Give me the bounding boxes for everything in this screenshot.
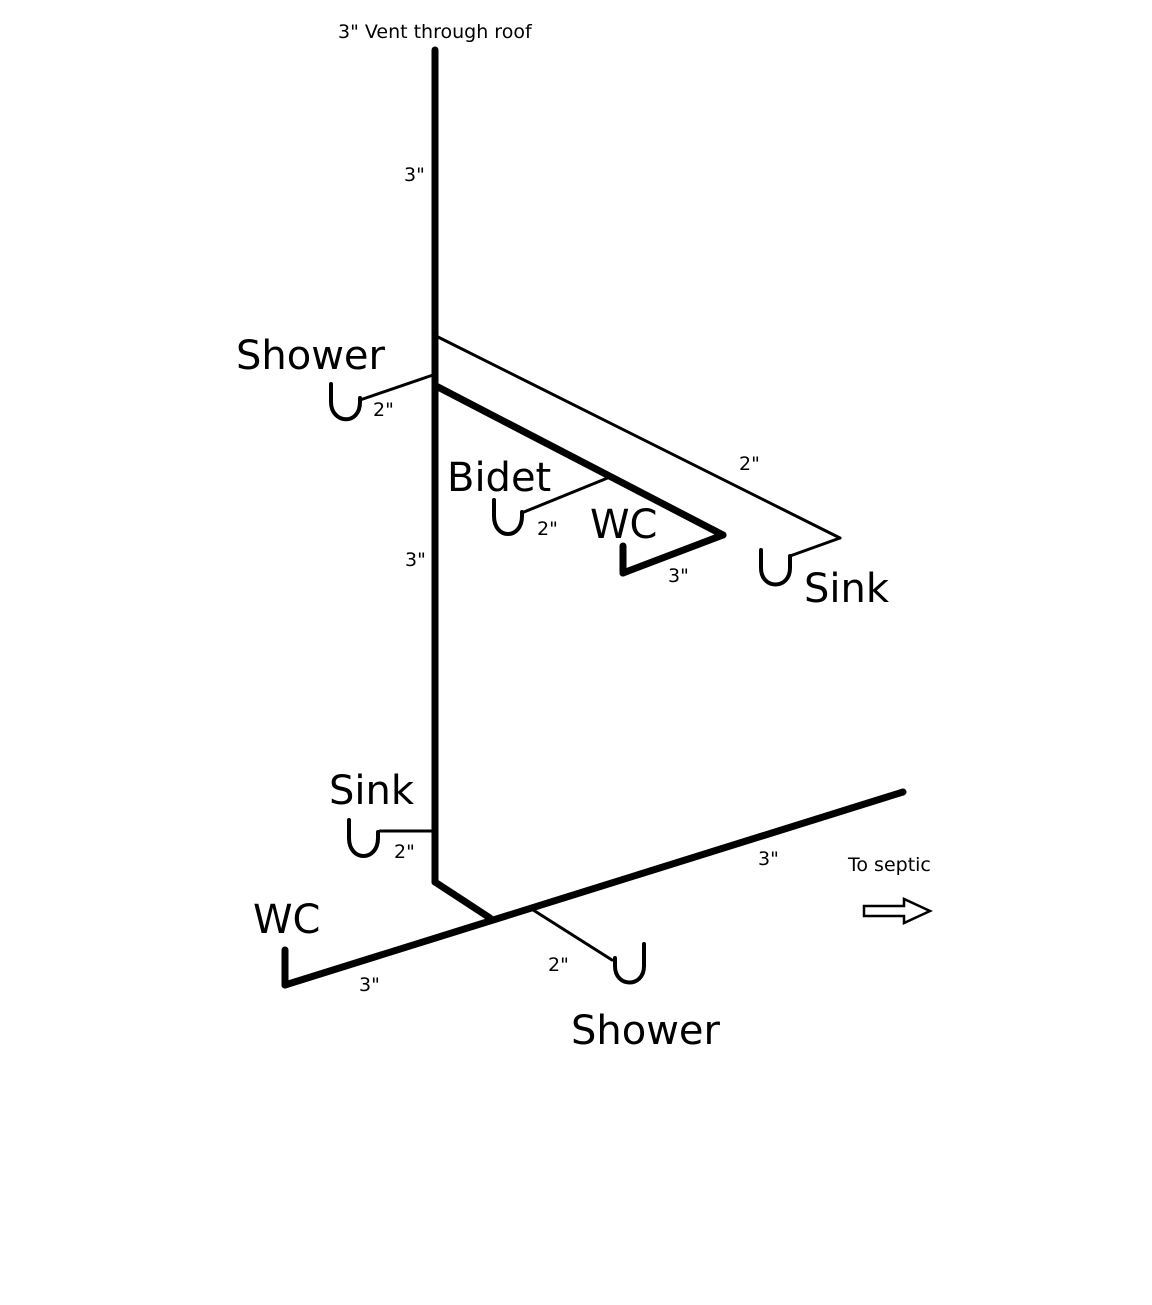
upper-sink-branch-pipe xyxy=(434,334,842,540)
bidet-trap-icon xyxy=(492,498,524,536)
lower-sink-size-label: 2" xyxy=(394,841,415,863)
to-septic-label: To septic xyxy=(847,854,931,876)
lower-wc-size-label: 3" xyxy=(359,974,380,996)
stack-elbow-pipe xyxy=(431,878,494,922)
upper-sink-label: Sink xyxy=(804,566,890,612)
lower-shower-trap-icon xyxy=(613,942,646,985)
vent-title: 3" Vent through roof xyxy=(338,21,533,43)
lower-shower-size-label: 2" xyxy=(548,954,569,976)
upper-sink-size-label: 2" xyxy=(739,453,760,475)
lower-sink-label: Sink xyxy=(329,768,415,814)
upper-shower-size-label: 2" xyxy=(373,399,394,421)
lower-sink-trap-icon xyxy=(347,818,380,858)
upper-sink-trap-icon xyxy=(759,548,792,587)
lower-wc-label: WC xyxy=(253,897,320,943)
lower-shower-branch-pipe xyxy=(528,906,614,962)
upper-wc-branch-pipe xyxy=(432,382,727,539)
bidet-label: Bidet xyxy=(447,455,551,501)
upper-shower-branch-pipe xyxy=(358,373,435,402)
lower-shower-label: Shower xyxy=(571,1008,721,1054)
main-drain-size-label: 3" xyxy=(758,848,779,870)
arrow-right-icon xyxy=(862,897,933,925)
main-drain-pipe xyxy=(281,788,907,989)
upper-shower-label: Shower xyxy=(236,333,386,379)
bidet-size-label: 2" xyxy=(537,518,558,540)
upper-wc-return-pipe xyxy=(619,531,727,577)
stack-top-size-label: 3" xyxy=(404,164,425,186)
bidet-branch-pipe xyxy=(522,475,612,514)
upper-sink-branch-end-pipe xyxy=(788,536,842,558)
upper-shower-trap-icon xyxy=(329,382,362,422)
stack-middle-size-label: 3" xyxy=(405,549,426,571)
upper-wc-size-label: 3" xyxy=(668,565,689,587)
upper-wc-label: WC xyxy=(590,502,657,548)
